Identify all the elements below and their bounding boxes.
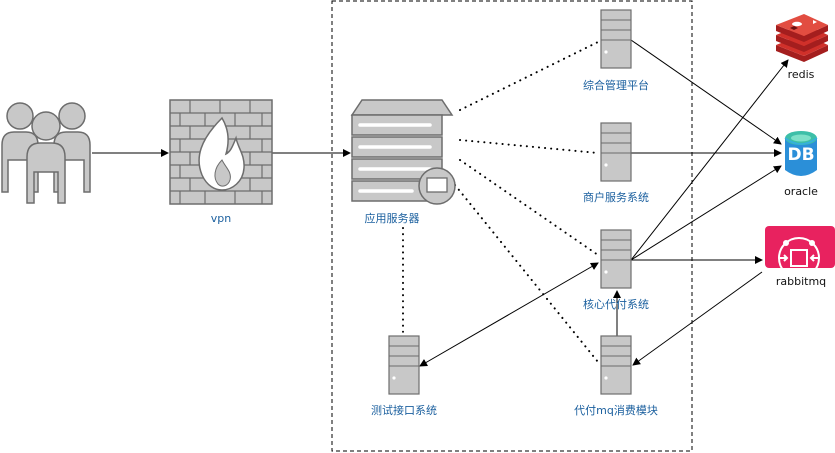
firewall-icon [169,99,273,205]
core-to-redis-arrow [630,59,789,261]
app-to-consumer-dotted [454,184,599,363]
server-icon [600,9,632,69]
test-interface-label: 测试接口系统 [371,404,437,417]
rabbitmq-icon [765,226,835,279]
merchant-service-label: 商户服务系统 [583,191,649,204]
core-payment-label: 核心代付系统 [583,298,649,311]
users-icon [1,102,91,204]
server-icon [388,335,420,395]
server-icon [600,229,632,289]
service-boundary [331,0,693,452]
mgmt-platform-label: 综合管理平台 [583,79,649,92]
redis-icon [776,14,828,62]
vpn-label: vpn [210,212,232,225]
rabbitmq-label: rabbitmq [775,275,827,288]
server-icon [600,122,632,182]
rabbitmq-to-consumer-arrow [632,271,763,366]
app-to-merchant-dotted [459,139,599,154]
server-icon [600,335,632,395]
rack-server-icon [350,99,456,205]
oracle-label: oracle [784,185,818,198]
app-server-label: 应用服务器 [364,212,420,225]
test-core-bidirectional-arrow [419,262,599,367]
app-to-core-dotted [459,159,599,256]
mgmt-to-oracle-arrow [630,39,782,145]
app-to-mgmt-dotted [459,41,599,111]
core-to-oracle-arrow [630,165,782,261]
database-icon [784,131,818,176]
redis-label: redis [787,68,815,81]
db-badge-label: DB [787,145,815,165]
dotted-connections [402,41,599,363]
mq-consumer-label: 代付mq消费模块 [574,404,658,417]
solid-connections [92,39,789,367]
